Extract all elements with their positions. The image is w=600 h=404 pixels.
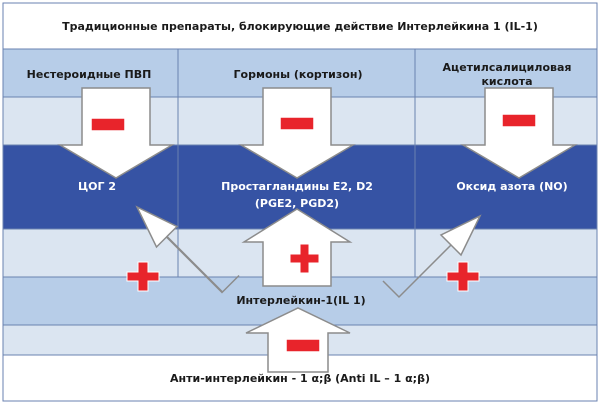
- minus-icon-nsaid: [90, 117, 126, 132]
- drug-label-nsaid: Нестероидные ПВП: [27, 68, 152, 81]
- target-label-cox2: ЦОГ 2: [78, 180, 116, 193]
- drug-label-aspirin-line2: кислота: [481, 75, 532, 88]
- down-arrow-nsaid: [57, 87, 175, 179]
- down-arrow-hormones: [238, 87, 356, 179]
- title-band: [2, 2, 598, 50]
- center-label-il1: Интерлейкин-1(IL 1): [236, 294, 365, 307]
- target-label-prostaglandins-line2: (PGE2, PGD2): [255, 197, 339, 210]
- diagonal-arrow-right: [382, 214, 482, 299]
- diagonal-arrow-left: [135, 205, 240, 294]
- drug-label-aspirin-line1: Ацетилсалициловая: [443, 61, 572, 74]
- plus-icon-right: [446, 261, 480, 292]
- minus-icon-hormones: [279, 116, 315, 131]
- plus-icon-center: [289, 243, 320, 274]
- target-label-prostaglandins-line1: Простагландины E2, D2: [221, 180, 373, 193]
- drug-label-hormones: Гормоны (кортизон): [234, 68, 363, 81]
- minus-icon-aspirin: [501, 113, 537, 128]
- plus-icon-left: [126, 261, 160, 292]
- diagram-title: Традиционные препараты, блокирующие дейс…: [62, 20, 538, 33]
- up-arrow-center: [241, 208, 353, 287]
- minus-icon-bottom: [285, 338, 321, 353]
- target-label-nitric-oxide: Оксид азота (NO): [456, 180, 567, 193]
- bottom-label-anti-il1: Анти-интерлейкин - 1 α;β (Anti IL – 1 α;…: [170, 372, 430, 385]
- down-arrow-aspirin: [460, 87, 578, 179]
